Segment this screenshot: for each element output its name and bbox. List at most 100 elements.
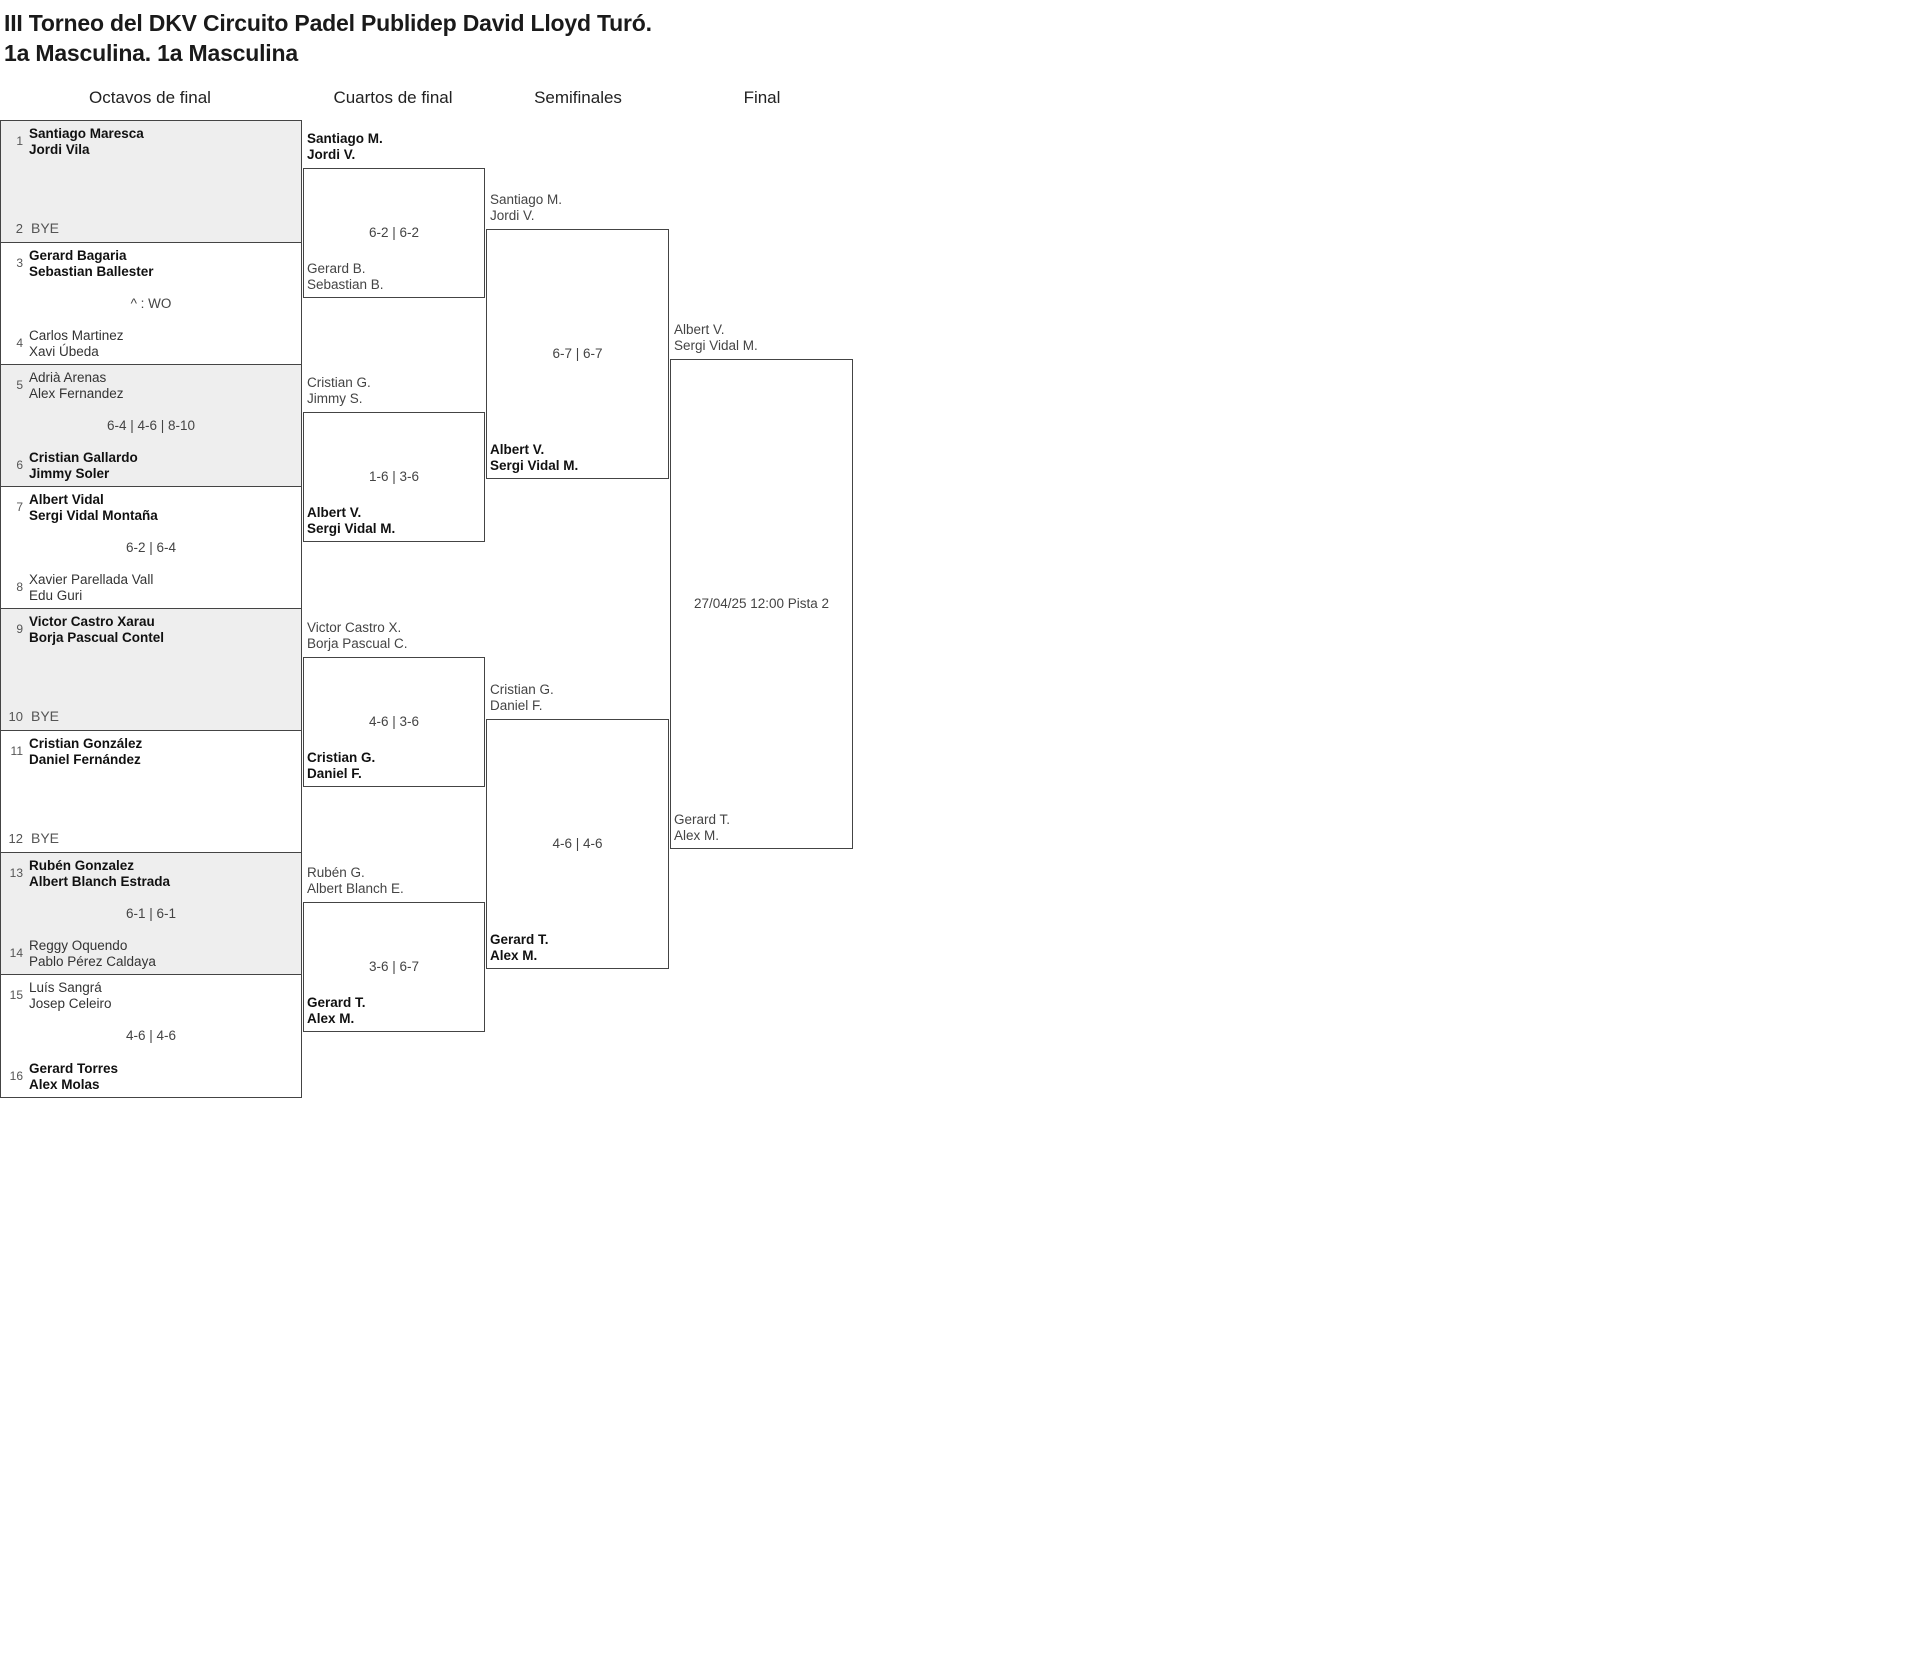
quarter-final-4-box[interactable] xyxy=(303,902,485,1032)
seed-number: 12 xyxy=(8,831,23,846)
seed-number: 4 xyxy=(16,336,23,350)
player-name: Jimmy Soler xyxy=(29,465,110,481)
player-name: Gerard Torres xyxy=(29,1061,119,1076)
quarter-final-4-score: 3-6 | 6-7 xyxy=(368,959,420,974)
seed-number: 7 xyxy=(16,500,23,514)
quarter-final-3-box[interactable] xyxy=(303,657,485,787)
player-name: Albert Blanch E. xyxy=(307,880,404,896)
player-name: Sebastian B. xyxy=(307,276,384,292)
player-name: Daniel F. xyxy=(490,697,543,713)
seed-number: 16 xyxy=(9,1069,23,1083)
quarter-final-1-team-above: Santiago M.Jordi V. xyxy=(307,131,383,162)
match-score: 6-1 | 6-1 xyxy=(125,906,177,921)
seed-number: 1 xyxy=(16,134,23,148)
player-name: Borja Pascual C. xyxy=(307,635,408,651)
player-name: Santiago M. xyxy=(307,131,383,146)
r16-slot-bottom[interactable]: 12 BYE xyxy=(1,830,301,847)
seed-number: 11 xyxy=(10,744,23,758)
player-name: Edu Guri xyxy=(29,587,83,603)
match-score: 6-2 | 6-4 xyxy=(125,540,177,555)
player-name: Josep Celeiro xyxy=(29,995,112,1011)
player-name: Albert V. xyxy=(490,442,545,457)
player-name: Sergi Vidal M. xyxy=(674,337,758,353)
player-name: Alex Molas xyxy=(29,1076,100,1092)
seed-number: 10 xyxy=(8,709,23,724)
quarter-final-1-score: 6-2 | 6-2 xyxy=(368,225,420,240)
player-name: Alex M. xyxy=(490,947,538,963)
player-name: Alex M. xyxy=(307,1010,355,1026)
player-name: Gerard T. xyxy=(674,812,731,827)
player-name: Albert V. xyxy=(307,505,362,520)
quarter-final-3-score: 4-6 | 3-6 xyxy=(368,714,420,729)
bye-label: BYE xyxy=(31,830,60,846)
semi-final-1-team-below: Albert V.Sergi Vidal M. xyxy=(490,442,578,473)
final-match-team-above: Albert V.Sergi Vidal M. xyxy=(674,322,758,353)
player-name: Alex Fernandez xyxy=(29,385,124,401)
bye-label: BYE xyxy=(31,220,60,236)
player-name: Sergi Vidal Montaña xyxy=(29,507,158,523)
player-name: Gerard Bagaria xyxy=(29,248,127,263)
player-name: Gerard B. xyxy=(307,261,366,276)
quarter-final-1-box[interactable] xyxy=(303,168,485,298)
player-name: Luís Sangrá xyxy=(29,980,102,995)
player-name: Albert Vidal xyxy=(29,492,104,507)
quarter-final-2-box[interactable] xyxy=(303,412,485,542)
semi-final-2-team-above: Cristian G.Daniel F. xyxy=(490,682,554,713)
quarter-final-2-team-above: Cristian G.Jimmy S. xyxy=(307,375,371,406)
semi-final-1-box[interactable] xyxy=(486,229,669,479)
player-name: Victor Castro X. xyxy=(307,620,402,635)
player-name: Sergi Vidal M. xyxy=(307,520,396,536)
player-name: Cristian González xyxy=(29,736,143,751)
player-name: Reggy Oquendo xyxy=(29,938,128,953)
tournament-title-line-2: 1a Masculina. 1a Masculina xyxy=(4,40,298,66)
player-name: Cristian G. xyxy=(307,375,371,390)
final-match-box[interactable] xyxy=(670,359,853,849)
quarter-final-2-score: 1-6 | 3-6 xyxy=(368,469,420,484)
quarter-final-4-team-below: Gerard T.Alex M. xyxy=(307,995,366,1026)
player-name: Albert V. xyxy=(674,322,725,337)
player-name: Santiago M. xyxy=(490,192,563,207)
round-header-cuartos: Cuartos de final xyxy=(333,88,453,107)
seed-number: 13 xyxy=(9,866,23,880)
quarter-final-3-team-above: Victor Castro X.Borja Pascual C. xyxy=(307,620,408,651)
player-name: Rubén Gonzalez xyxy=(29,858,135,873)
player-name: Sebastian Ballester xyxy=(29,263,154,279)
final-match-team-below: Gerard T.Alex M. xyxy=(674,812,730,843)
semi-final-2-box[interactable] xyxy=(486,719,669,969)
player-name: Daniel F. xyxy=(307,765,362,781)
semi-final-2-score: 4-6 | 4-6 xyxy=(552,836,603,851)
player-name: Gerard T. xyxy=(307,995,366,1010)
match-score: ^ : WO xyxy=(130,296,172,311)
round-header-final: Final xyxy=(743,88,781,107)
player-name: Cristian Gallardo xyxy=(29,450,138,465)
